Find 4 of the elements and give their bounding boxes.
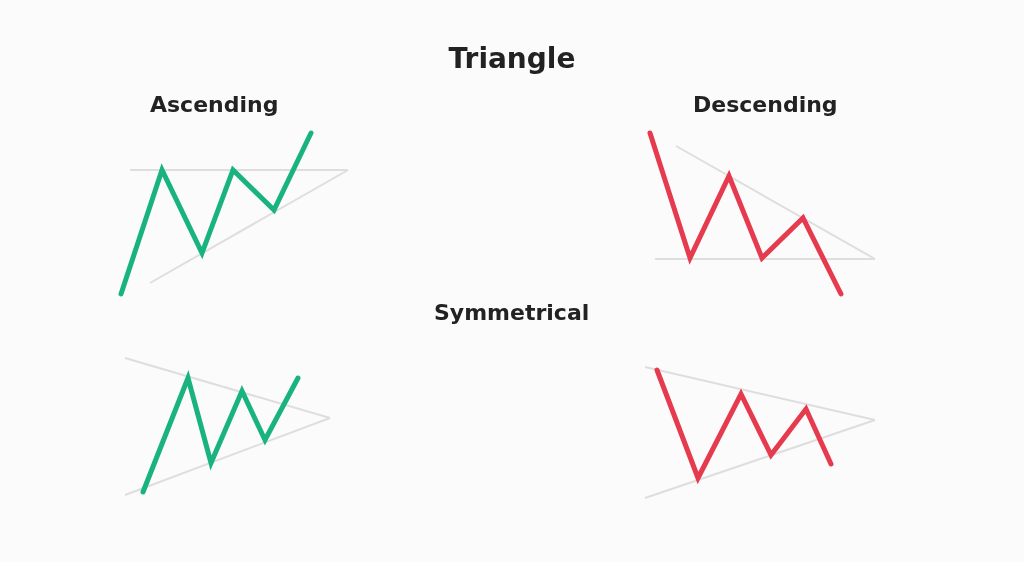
- diagram-title: Triangle: [448, 41, 576, 77]
- pattern-label: Symmetrical: [434, 299, 590, 327]
- pattern-label: Ascending: [150, 91, 279, 119]
- pattern-label: Descending: [693, 91, 838, 119]
